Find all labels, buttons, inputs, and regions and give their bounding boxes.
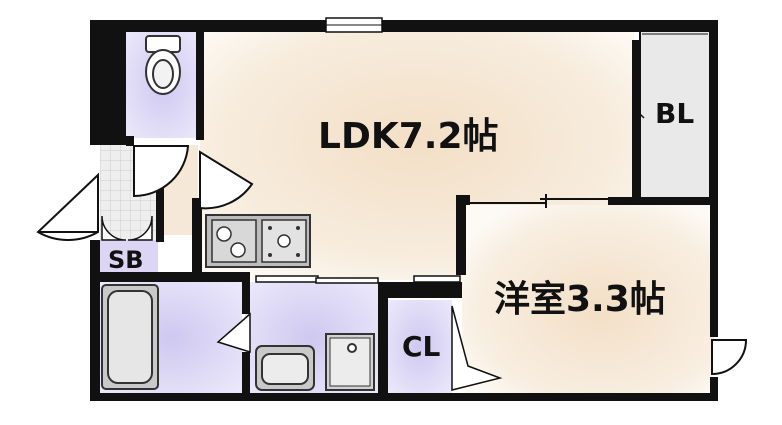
wall-right-lower <box>710 205 718 337</box>
wall-western-top-right <box>608 197 718 205</box>
sb-floor <box>100 240 158 278</box>
top-window <box>325 17 383 33</box>
sb-label: SB <box>108 246 144 274</box>
wall-entrance-right <box>156 145 164 242</box>
wall-left-upper <box>90 20 126 145</box>
toilet-icon <box>145 35 181 95</box>
wall-bottom <box>90 393 718 401</box>
bl-closet <box>635 29 711 199</box>
wall-toilet-bottom-left <box>126 136 134 146</box>
wall-cl-top <box>378 282 462 298</box>
wall-western-top <box>456 195 470 205</box>
washbasin-icon <box>255 345 315 391</box>
entrance-door <box>36 172 99 242</box>
wall-top <box>90 20 718 32</box>
wall-toilet-right <box>196 32 204 140</box>
cl-closet-floor <box>388 300 452 393</box>
bl-label: BL <box>655 97 694 130</box>
wall-right-upper <box>710 20 718 205</box>
wall-sb-bottom <box>100 272 250 282</box>
balcony-door <box>711 339 748 376</box>
stove-icon <box>205 214 311 268</box>
sliding-door-western <box>470 194 610 208</box>
wall-western-left <box>456 195 466 275</box>
ldk-label: LDK7.2帖 <box>318 116 499 157</box>
wall-kitchen-left <box>192 198 202 282</box>
bathroom-door <box>216 312 251 354</box>
wall-wash-cl <box>378 282 388 395</box>
sb-doors <box>101 215 153 241</box>
wall-bl-left <box>632 40 640 200</box>
bl-closet-floor <box>640 30 712 198</box>
washing-machine-pan-icon <box>325 333 375 391</box>
bathtub-icon <box>101 284 159 390</box>
sliding-door-washroom <box>255 275 461 284</box>
western-room-floor <box>462 205 714 395</box>
walls <box>90 20 718 401</box>
cl-door <box>451 305 503 391</box>
wall-left-lower <box>90 240 100 398</box>
wall-bath-wash <box>242 282 250 314</box>
ldk-entrance-door <box>199 150 254 210</box>
cl-label: CL <box>402 330 441 363</box>
wall-right-bottom <box>710 377 718 401</box>
toilet-door <box>133 145 190 198</box>
western-room-label: 洋室3.3帖 <box>494 279 666 320</box>
wall-bath-wash-low <box>242 352 250 394</box>
